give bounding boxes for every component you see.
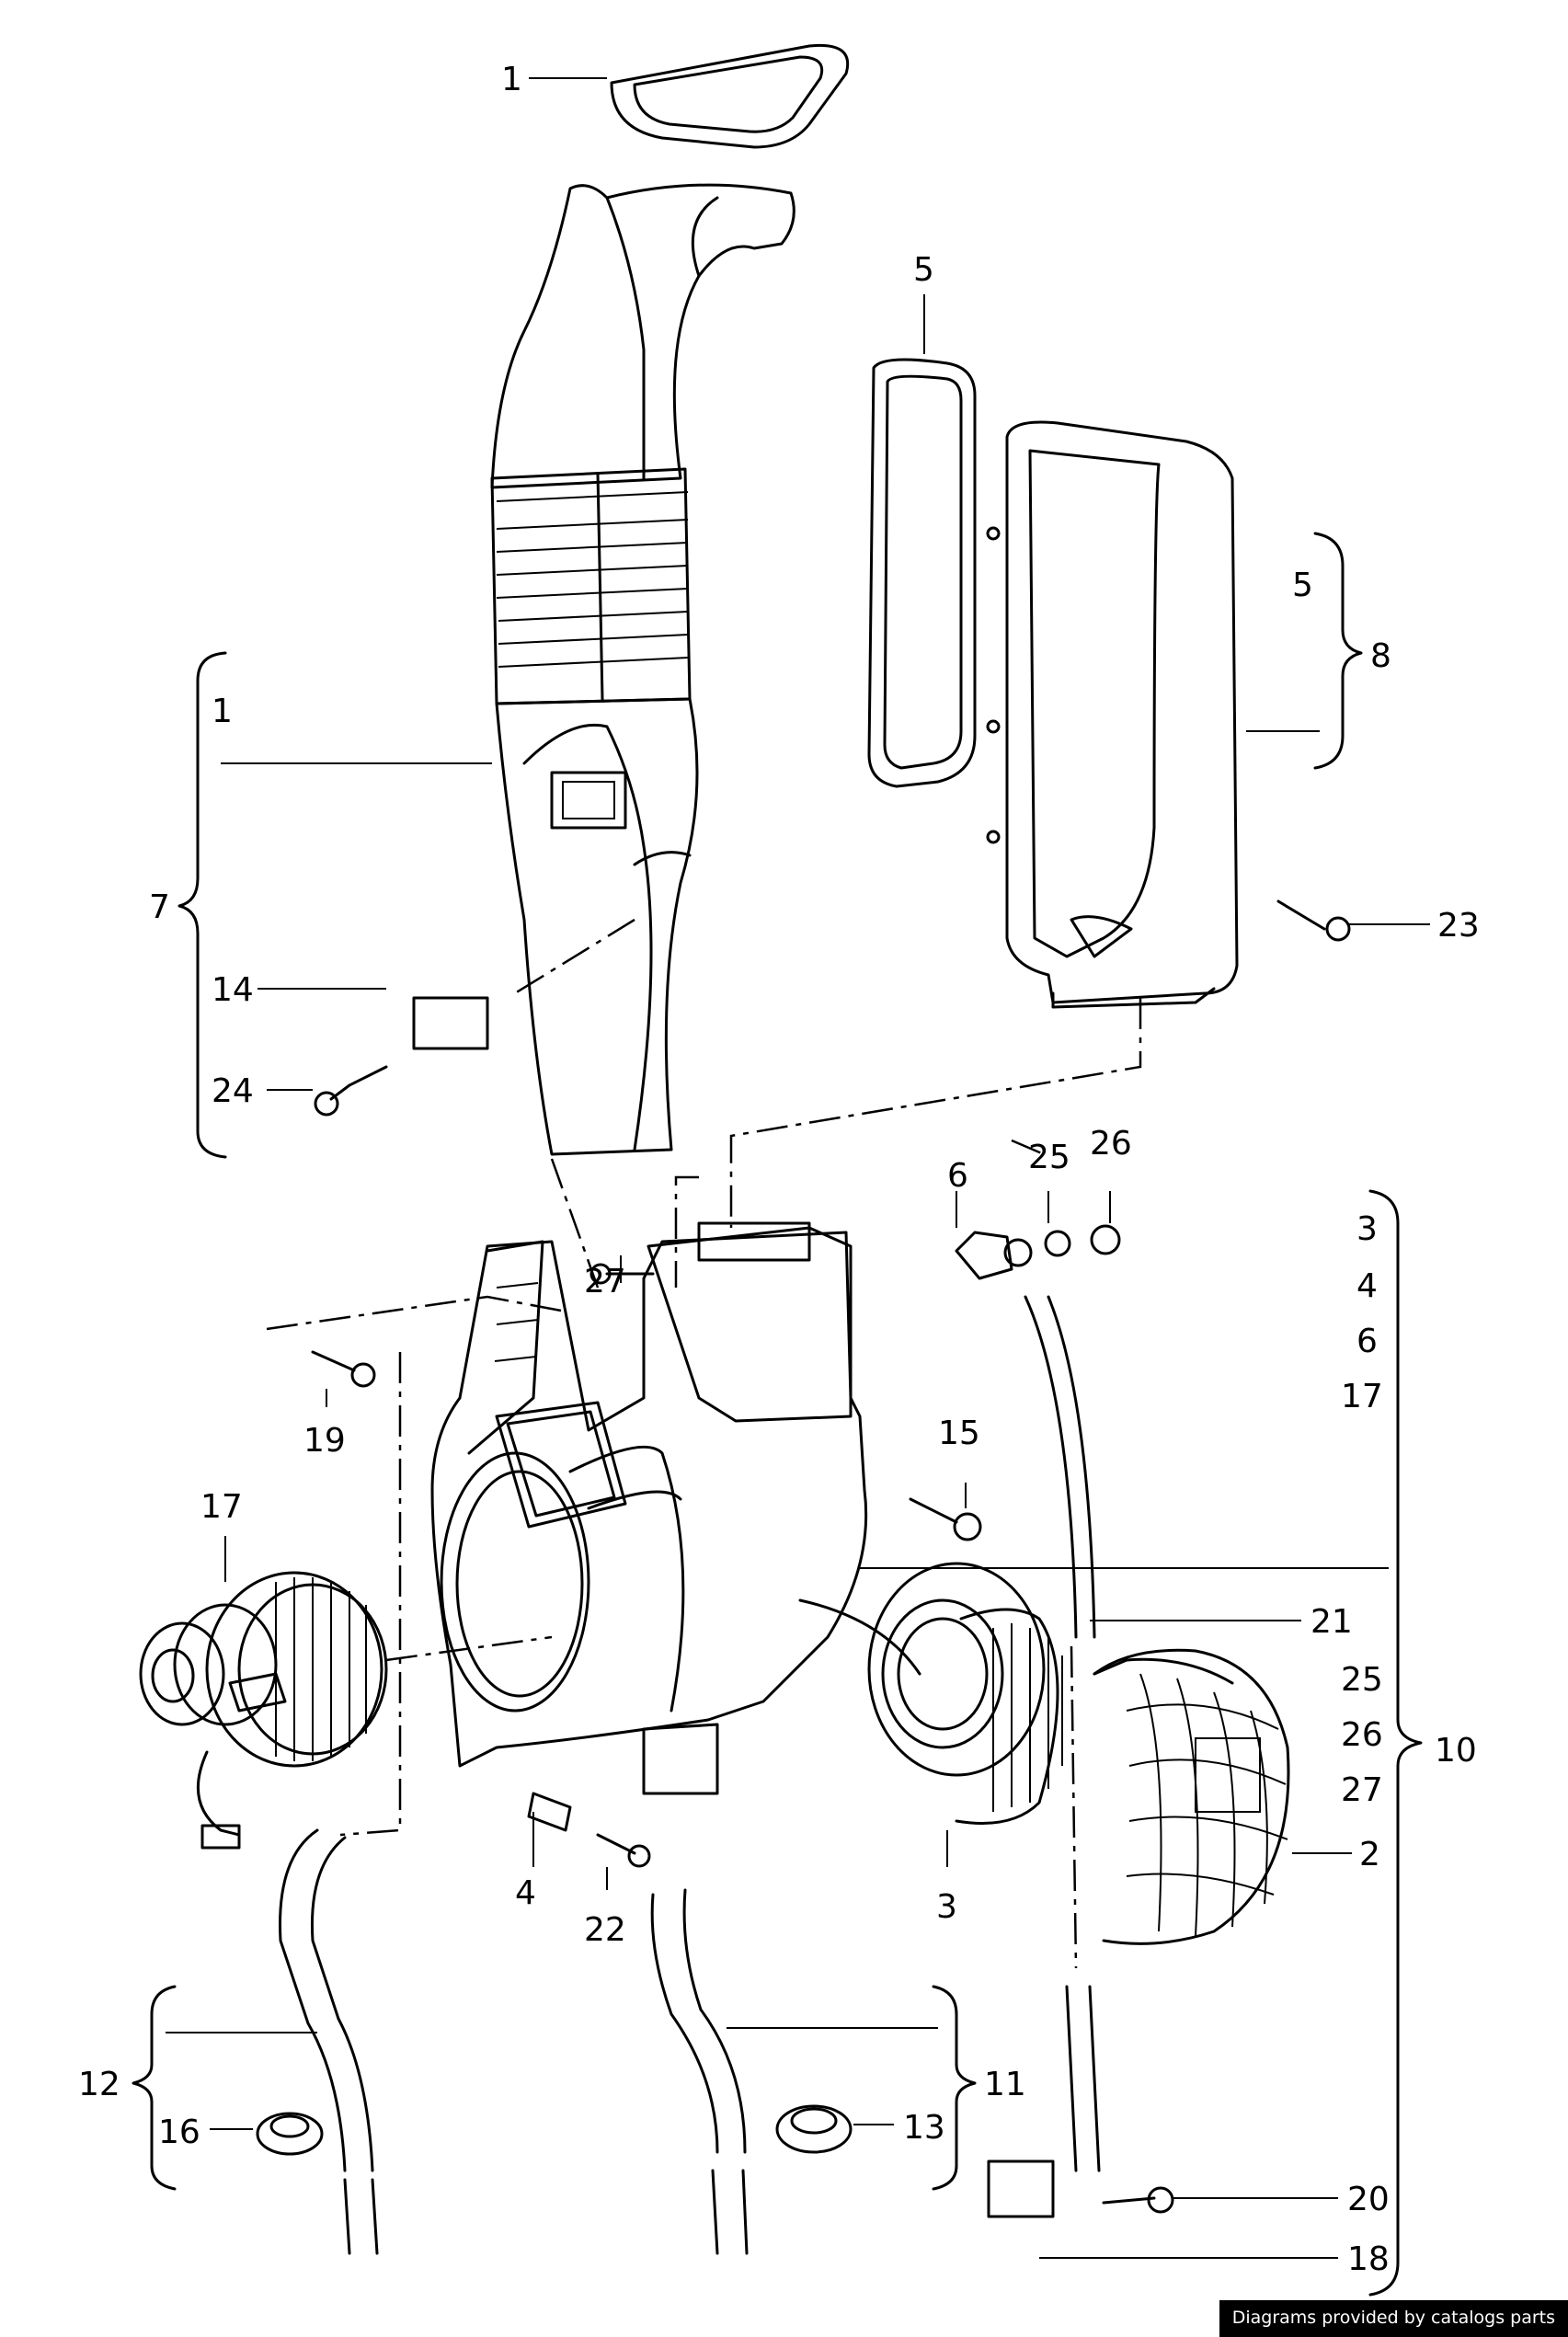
callout-6: 6 bbox=[947, 1157, 968, 1195]
callout-16: 16 bbox=[158, 2114, 200, 2151]
callout-1-left: 1 bbox=[212, 693, 233, 730]
fan-wheel-part bbox=[867, 1562, 1063, 1825]
callout-1-top: 1 bbox=[501, 61, 522, 98]
callout-21: 21 bbox=[1310, 1603, 1353, 1641]
callout-3: 3 bbox=[936, 1888, 957, 1926]
gasket-part bbox=[610, 43, 849, 149]
callout-27-list: 27 bbox=[1341, 1771, 1383, 1809]
callout-25-top: 25 bbox=[1028, 1139, 1070, 1176]
callout-26-top: 26 bbox=[1090, 1125, 1132, 1163]
grille-cover-part bbox=[1093, 1648, 1290, 1945]
connector-parts bbox=[412, 996, 1121, 2218]
leader-lines bbox=[132, 77, 1430, 2297]
callout-10: 10 bbox=[1435, 1732, 1477, 1770]
callout-11: 11 bbox=[984, 2066, 1026, 2103]
screw-parts bbox=[311, 899, 1351, 2214]
callout-25-list: 25 bbox=[1341, 1661, 1383, 1699]
filter-housing-part bbox=[986, 420, 1239, 1009]
callout-3-list: 3 bbox=[1356, 1210, 1378, 1248]
hose-middle-part bbox=[650, 1888, 749, 2255]
callout-7: 7 bbox=[149, 888, 170, 926]
callout-4-list: 4 bbox=[1356, 1267, 1378, 1305]
callout-5-top: 5 bbox=[913, 251, 934, 289]
callout-26-list: 26 bbox=[1341, 1716, 1383, 1754]
callout-4: 4 bbox=[515, 1874, 536, 1912]
callout-17-left: 17 bbox=[200, 1488, 243, 1526]
air-duct-part bbox=[490, 183, 795, 1156]
callout-27: 27 bbox=[584, 1263, 626, 1300]
callout-12: 12 bbox=[78, 2066, 120, 2103]
callout-14: 14 bbox=[212, 971, 254, 1009]
hose-left-part bbox=[279, 1828, 379, 2255]
callout-13: 13 bbox=[903, 2109, 945, 2147]
callout-8: 8 bbox=[1370, 637, 1391, 675]
callout-19: 19 bbox=[303, 1422, 346, 1460]
callout-5-right: 5 bbox=[1292, 567, 1313, 604]
callout-22: 22 bbox=[584, 1911, 626, 1949]
callout-24: 24 bbox=[212, 1072, 254, 1110]
watermark-label: Diagrams provided by catalogs parts bbox=[1219, 2300, 1568, 2337]
callout-6-list: 6 bbox=[1356, 1323, 1378, 1360]
callout-17-list: 17 bbox=[1341, 1378, 1383, 1415]
callout-20: 20 bbox=[1347, 2181, 1390, 2218]
callout-23: 23 bbox=[1437, 907, 1480, 945]
drain-tube-part bbox=[1024, 1295, 1101, 2172]
callout-15: 15 bbox=[938, 1415, 980, 1452]
callout-18: 18 bbox=[1347, 2240, 1390, 2278]
blower-motor-part bbox=[139, 1571, 388, 1850]
blower-housing-part bbox=[430, 1221, 921, 1795]
filter-gasket-part bbox=[867, 358, 977, 788]
grommet-parts bbox=[256, 2104, 853, 2156]
callout-labels: 1 5 1 5 8 7 14 24 23 25 26 6 27 19 15 17… bbox=[78, 61, 1480, 2278]
assembly-lines bbox=[266, 918, 1142, 1969]
callout-2: 2 bbox=[1359, 1836, 1380, 1873]
